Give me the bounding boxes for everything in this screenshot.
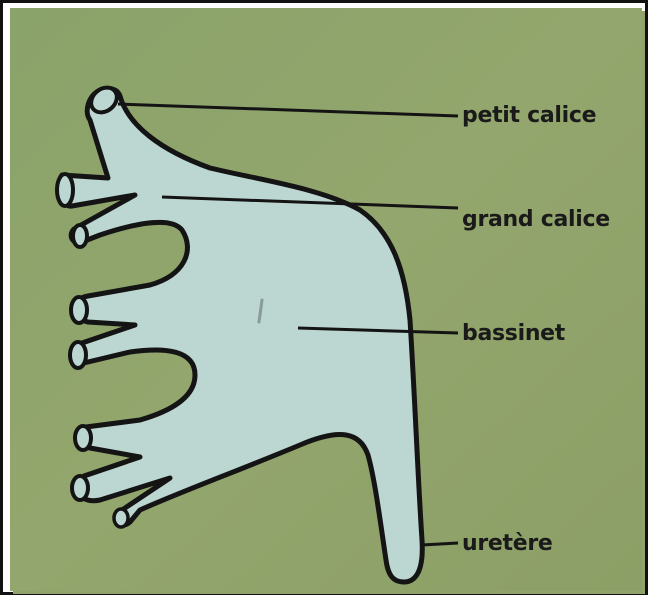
calyx-tip-3 <box>71 297 87 323</box>
calyx-tip-7 <box>114 509 128 527</box>
calyx-tip-5 <box>75 426 91 450</box>
calyx-tip-1 <box>57 174 73 206</box>
calyx-tip-4 <box>70 342 86 368</box>
label-petit-calice: petit calice <box>462 103 596 128</box>
label-grand-calice: grand calice <box>462 207 610 232</box>
label-bassinet: bassinet <box>462 321 566 346</box>
calyx-tip-6 <box>72 476 88 500</box>
label-uretere: uretère <box>462 531 553 556</box>
calyx-tip-2 <box>73 225 87 247</box>
leader-uretere <box>422 543 458 545</box>
